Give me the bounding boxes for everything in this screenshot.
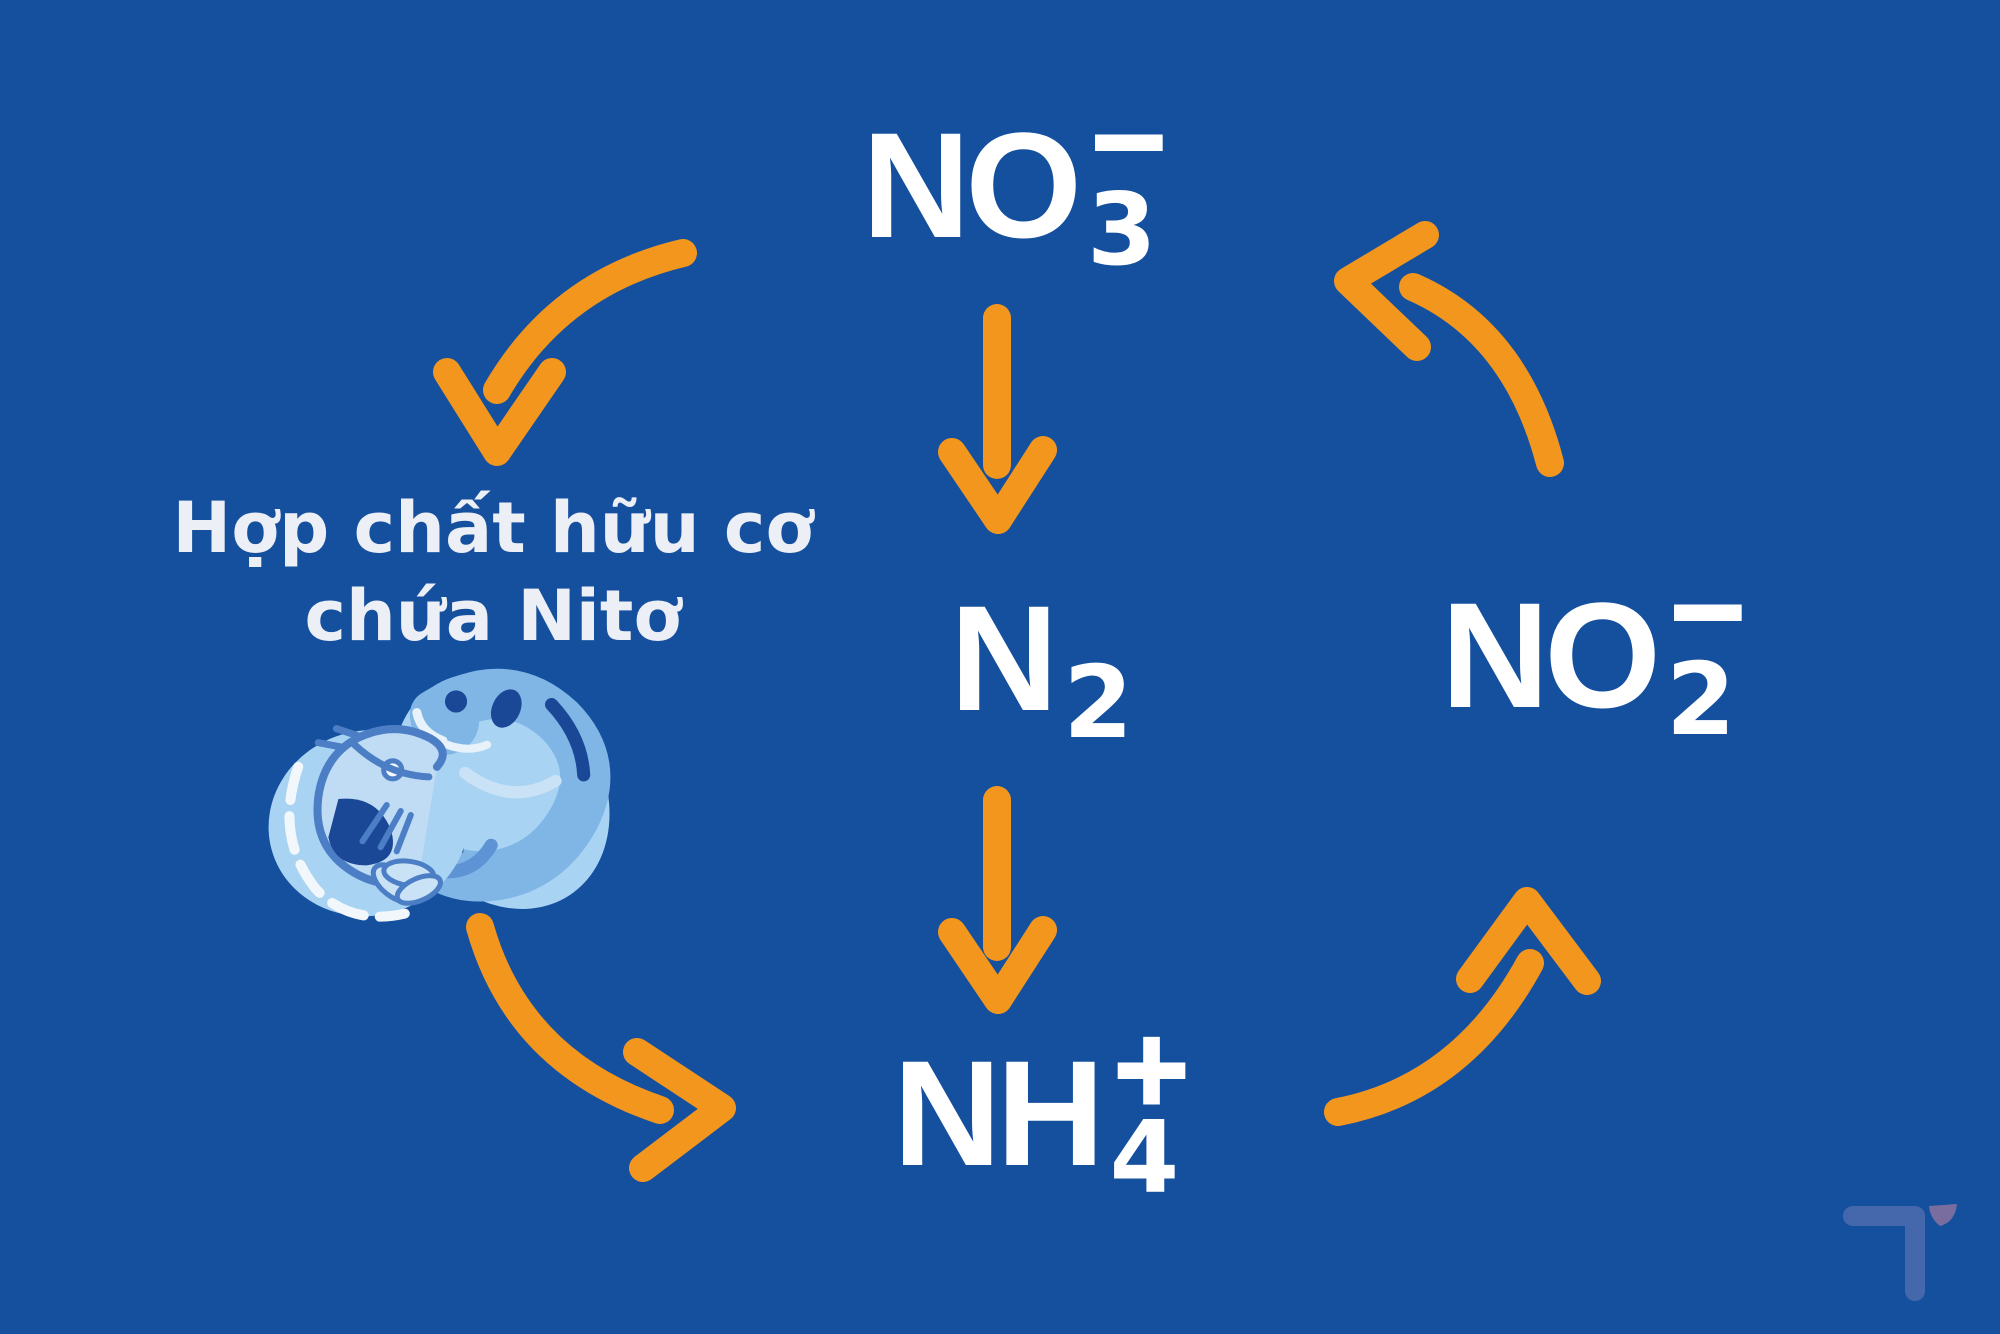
node-ammonium: NH + 4 <box>893 1009 1196 1216</box>
shrimp-icon <box>268 725 469 922</box>
ammonium-subscript: 4 <box>1109 1099 1180 1216</box>
arrow-nitrate-to-nitrogen-gas <box>938 304 1057 534</box>
arrow-nitrite-to-nitrate <box>1334 221 1564 477</box>
ammonium-scripts: + 4 <box>1107 1009 1196 1216</box>
ammonium-formula-text: NH <box>893 1029 1105 1197</box>
node-nitrite: NO − 2 <box>1441 551 1753 758</box>
nitrite-subscript: 2 <box>1666 641 1736 758</box>
ammonium-charge-sign: + <box>1107 1009 1196 1126</box>
nitrate-formula-text: NO <box>862 101 1082 269</box>
node-nitrate: NO − 3 <box>862 81 1174 288</box>
node-nitrogen-gas: N 2 <box>950 583 1133 753</box>
nitrite-charge-sign: − <box>1664 551 1753 668</box>
nitrate-charge-sign: − <box>1085 81 1174 198</box>
organic-matter-line-2: chứa Nitơ <box>304 575 682 657</box>
node-organic-matter-label: Hợp chất hữu cơ chứa Nitơ <box>163 484 823 660</box>
nitrite-scripts: − 2 <box>1664 551 1753 758</box>
arrow-organic-to-ammonium <box>466 913 736 1182</box>
nitrite-formula-text: NO <box>1441 571 1661 739</box>
fish-and-shrimp-illustration <box>268 668 611 922</box>
nitrate-scripts: − 3 <box>1085 81 1174 288</box>
nitrogen-gas-subscript: 2 <box>1063 644 1133 761</box>
nitrogen-gas-formula-text: N <box>950 574 1058 742</box>
arrow-ammonium-to-nitrite <box>1324 887 1601 1126</box>
arrow-nitrogen-gas-to-ammonium <box>938 786 1057 1014</box>
organic-matter-line-1: Hợp chất hữu cơ <box>172 487 814 569</box>
nitrate-subscript: 3 <box>1087 171 1157 288</box>
brand-watermark-t-icon <box>1843 1204 1957 1301</box>
arrow-nitrate-to-organic <box>433 239 697 466</box>
